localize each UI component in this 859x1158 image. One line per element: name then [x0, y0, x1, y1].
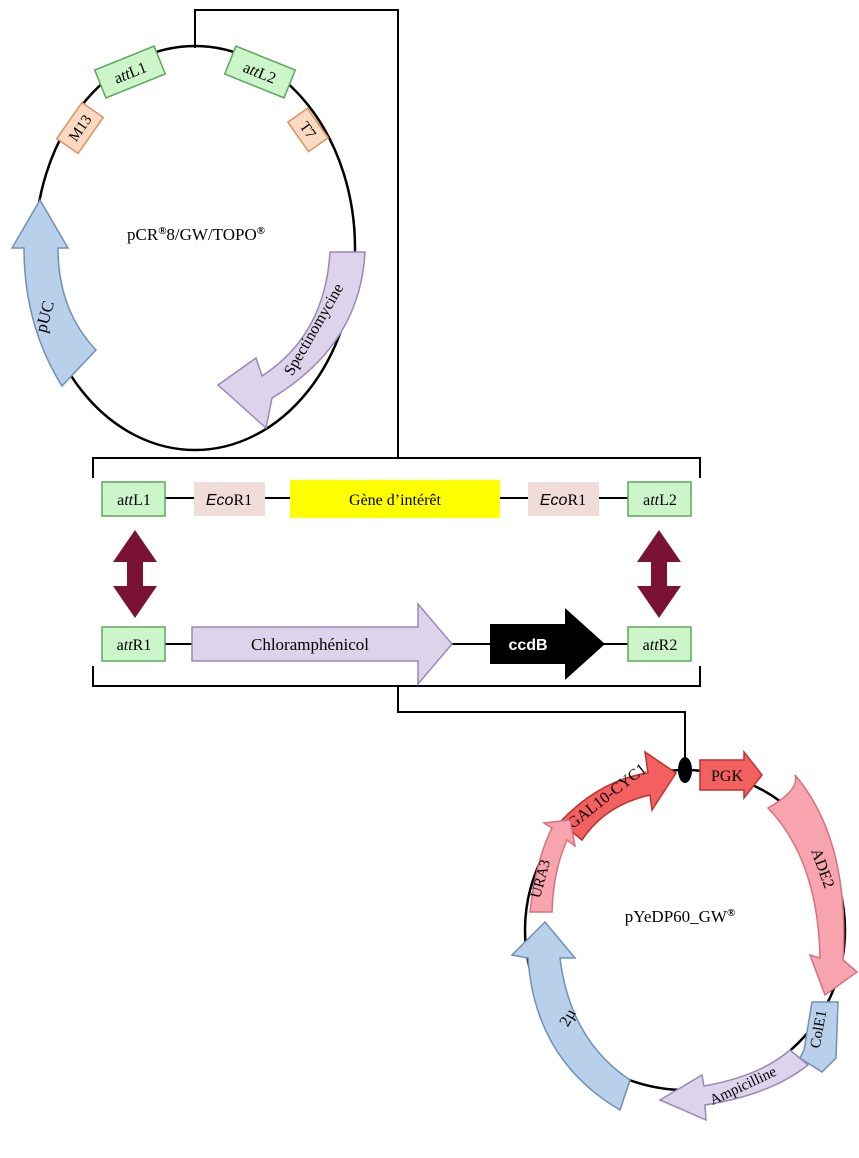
- ecor1-right-post: R1: [567, 492, 586, 509]
- pgk-label: PGK: [711, 768, 743, 785]
- recombination-arrow-left: [113, 530, 157, 618]
- chloramphenicol-arrow: [191, 601, 453, 687]
- attr1-box: [101, 626, 166, 662]
- plasmid-top-reg2: ®: [257, 225, 265, 237]
- chloramphenicol-label: Chloramphénicol: [251, 635, 369, 654]
- plasmid-top-name-middle: 8/GW/TOPO: [166, 225, 256, 244]
- construct-attl: attL1 EcoR1 Gène d’intérêt EcoR1 attL2: [92, 457, 701, 518]
- gene-of-interest-box: [290, 480, 500, 518]
- insertion-site-marker: [678, 757, 692, 783]
- attr1-post: R1: [133, 637, 152, 654]
- gal10-cyc1-feature: [558, 750, 678, 842]
- construct-attl2-box: [627, 481, 692, 517]
- ecor1-left-box: [194, 482, 265, 516]
- plasmid-top-reg1: ®: [158, 225, 166, 237]
- plasmid-pcr8-gw-topo: pUC Spectinomycine M13 attL1 attL2 T7 pC…: [10, 44, 366, 452]
- plasmid-bottom-name: pYeDP60_GW®: [625, 907, 735, 926]
- construct-attl1-box: [101, 481, 166, 517]
- plasmid-bottom-name-text: pYeDP60_GW: [625, 907, 728, 926]
- connector-top: [194, 9, 399, 458]
- construct-attl1-label: attL1: [117, 492, 151, 509]
- construct-attl1-post: L1: [133, 492, 151, 509]
- construct-attl2-it: tt: [650, 492, 659, 509]
- m13-feature: M13: [55, 101, 105, 155]
- bracket-top: [92, 457, 701, 478]
- plasmid-top-name-prefix: pCR: [127, 225, 159, 244]
- connector-bottom: [397, 686, 686, 760]
- construct-attl2-label: attL2: [643, 492, 677, 509]
- spectinomycine-feature: [216, 251, 366, 430]
- pgk-feature: [699, 749, 763, 801]
- plasmid-attl1-feature: attL1: [93, 45, 167, 99]
- cole1-label: ColE1: [808, 1009, 830, 1050]
- plasmid-attl2-feature: attL2: [223, 45, 297, 99]
- attr2-label: attR2: [643, 637, 678, 654]
- plasmid-attl1-post: L1: [127, 59, 150, 81]
- attr2-pre: a: [643, 637, 650, 654]
- svg-text:attL1: attL1: [112, 59, 150, 87]
- ccdb-label: ccdB: [508, 637, 547, 654]
- plasmid-top-name: pCR®8/GW/TOPO®: [127, 225, 265, 244]
- cole1-feature: [799, 1001, 839, 1073]
- plasmid-attl2-post: L2: [255, 65, 278, 87]
- gene-of-interest-label: Gène d’intérêt: [349, 492, 442, 509]
- attr2-box: [627, 626, 692, 662]
- svg-text:attL2: attL2: [241, 59, 279, 87]
- attr2-post: R2: [659, 637, 678, 654]
- ade2-feature: [766, 774, 859, 997]
- ura3-feature: [529, 819, 577, 913]
- plasmid-pyedp60-gw: GAL10-CYC1 PGK ADE2 ColE1 Ampicilline 2µ…: [510, 749, 859, 1122]
- t7-feature: T7: [286, 107, 330, 153]
- ecor1-right-it: Eco: [540, 492, 568, 509]
- attr1-label: attR1: [117, 637, 152, 654]
- ecor1-left-it: Eco: [206, 492, 234, 509]
- two-mu-label: 2µ: [556, 1006, 579, 1029]
- recombination-arrow-right: [637, 530, 681, 618]
- ecor1-right-label: EcoR1: [540, 492, 586, 509]
- ecor1-left-label: EcoR1: [206, 492, 252, 509]
- construct-attl2-pre: a: [643, 492, 650, 509]
- ecor1-left-post: R1: [233, 492, 252, 509]
- construct-attl1-pre: a: [117, 492, 124, 509]
- attr1-it: tt: [124, 637, 133, 654]
- bracket-bottom: [92, 666, 701, 687]
- construct-attl1-it: tt: [124, 492, 133, 509]
- construct-attl2-post: L2: [659, 492, 677, 509]
- puc-feature: [10, 198, 98, 388]
- ecor1-right-box: [528, 482, 599, 516]
- construct-attr: attR1 Chloramphénicol ccdB attR2: [92, 601, 701, 687]
- ampicilline-feature: [658, 1049, 810, 1122]
- plasmid-bottom-reg: ®: [727, 907, 735, 919]
- attr2-it: tt: [650, 637, 659, 654]
- ccdb-arrow: [490, 608, 605, 680]
- attr1-pre: a: [117, 637, 124, 654]
- two-mu-feature: [510, 920, 631, 1112]
